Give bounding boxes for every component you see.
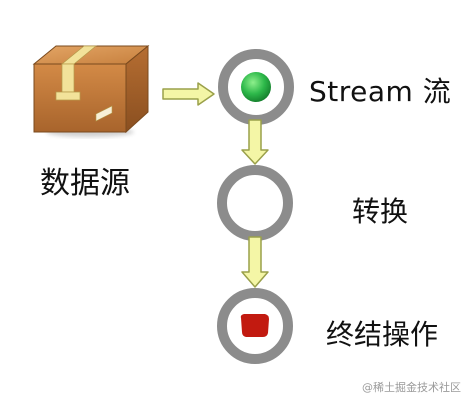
red-square-icon (240, 314, 269, 337)
transform-label: 转换 (352, 195, 409, 228)
data-source-label: 数据源 (40, 166, 130, 201)
box-icon (32, 44, 150, 137)
watermark: @稀土掘金技术社区 (362, 381, 461, 394)
terminal-operation-label: 终结操作 (326, 318, 439, 351)
down-arrow-2 (241, 236, 269, 288)
stream-node (218, 49, 294, 125)
transform-node (217, 165, 293, 241)
down-arrow-1 (241, 119, 269, 165)
right-arrow (162, 82, 215, 106)
terminal-node (217, 288, 293, 364)
green-dot-icon (241, 72, 271, 102)
stream-label: Stream 流 (309, 75, 452, 108)
